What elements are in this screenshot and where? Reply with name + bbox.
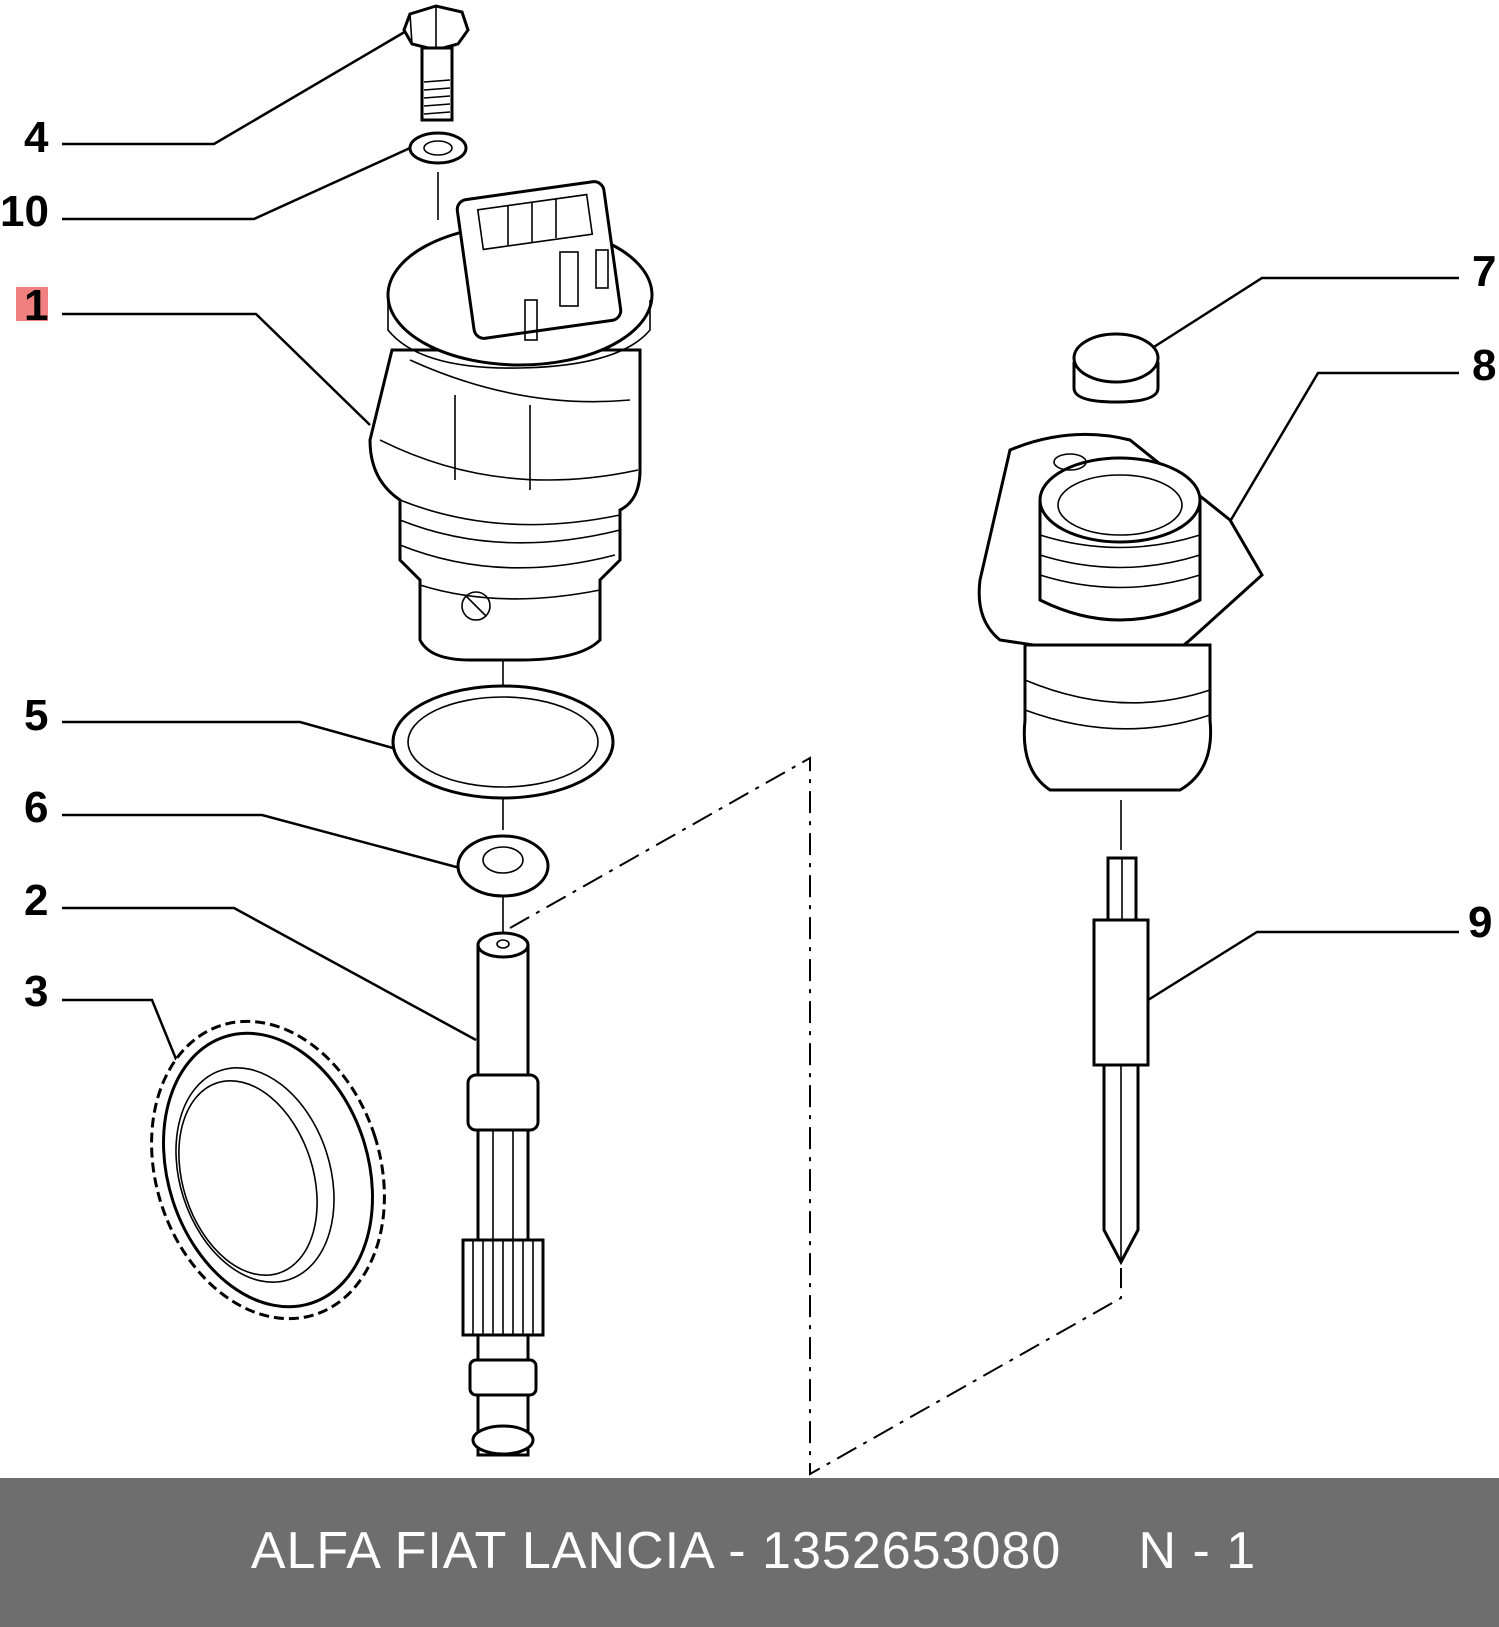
o-ring-part-5: [391, 684, 615, 800]
callout-label-1: 1: [24, 281, 48, 330]
washer-part-6: [456, 834, 550, 898]
callout-label-2: 2: [24, 876, 48, 925]
leader-9: [1147, 930, 1459, 1002]
drive-shaft-part-2: [461, 931, 545, 1457]
callout-label-9: 9: [1468, 898, 1492, 947]
speed-sensor-part-1: [368, 180, 654, 662]
footer-bar: ALFA FIAT LANCIA - 1352653080 N - 1: [0, 1478, 1499, 1627]
leader-7: [1145, 276, 1459, 354]
pin-part-9: [1092, 856, 1150, 1266]
leader-lines: [62, 28, 1459, 1065]
leader-6: [62, 813, 461, 870]
housing-part-8: [977, 432, 1264, 792]
leader-3: [62, 998, 180, 1065]
parts-diagram: 4 10 1 5 6 2 3 7 8 9: [0, 4, 1496, 1476]
callout-label-3: 3: [24, 967, 48, 1016]
footer-part-text: ALFA FIAT LANCIA - 1352653080 N - 1: [250, 1521, 1257, 1580]
callout-label-6: 6: [24, 783, 48, 832]
tone-ring-part-3: [150, 1019, 386, 1321]
callout-label-8: 8: [1472, 341, 1496, 390]
leader-10: [62, 146, 411, 221]
callout-label-5: 5: [24, 691, 48, 740]
leader-2: [62, 906, 477, 1042]
washer-part-10: [408, 131, 468, 165]
callout-label-7: 7: [1472, 247, 1496, 296]
leader-8: [1223, 371, 1459, 531]
callout-label-4: 4: [24, 113, 49, 162]
leader-5: [62, 720, 401, 752]
callout-label-10: 10: [0, 187, 49, 236]
callout-1-highlight: [16, 287, 48, 321]
ring-part-7: [1072, 332, 1160, 404]
leader-1: [62, 312, 371, 426]
leader-4: [62, 28, 409, 146]
bolt-part-4: [402, 4, 470, 122]
